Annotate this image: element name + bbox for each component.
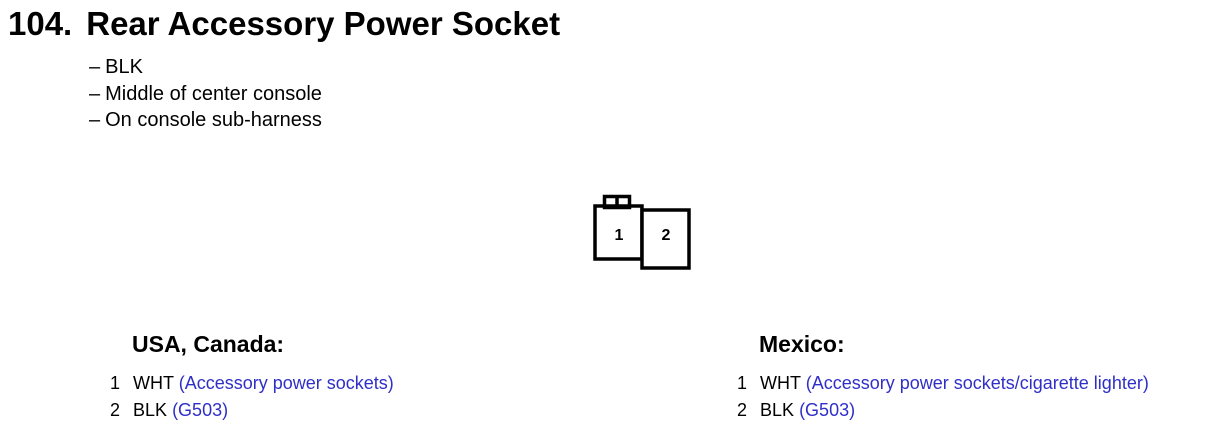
pin-2-label: 2	[662, 227, 671, 244]
connector-notes: –BLK –Middle of center console –On conso…	[89, 54, 322, 134]
note-dash: –	[89, 82, 101, 105]
title-text: Rear Accessory Power Socket	[86, 5, 561, 42]
note-text: On console sub-harness	[105, 109, 322, 131]
wire-color: WHT	[760, 373, 801, 393]
note-dash: –	[89, 56, 101, 78]
circuit-link[interactable]: (Accessory power sockets)	[178, 373, 394, 393]
pin-number: 1	[110, 373, 121, 393]
ground-link[interactable]: (G503)	[172, 400, 229, 420]
page-title: 104. Rear Accessory Power Socket	[8, 4, 560, 44]
pin-number: 1	[737, 373, 748, 393]
note-location: –Middle of center console	[89, 81, 322, 108]
pin-number: 2	[110, 400, 121, 420]
section-usa-canada: USA, Canada: 1 WHT (Accessory power sock…	[110, 330, 394, 424]
connector-diagram: 1 2	[590, 193, 696, 278]
pin-row: 1 WHT (Accessory power sockets/cigarette…	[737, 370, 1149, 397]
pin-row: 1 WHT (Accessory power sockets)	[110, 370, 394, 397]
note-harness: –On console sub-harness	[89, 107, 322, 134]
pin-list: 1 WHT (Accessory power sockets) 2 BLK (G…	[110, 370, 394, 424]
pin-row: 2 BLK (G503)	[737, 397, 1149, 424]
section-heading: Mexico:	[759, 331, 845, 357]
pin-1-label: 1	[615, 227, 624, 244]
title-number: 104.	[8, 5, 73, 42]
pin-number: 2	[737, 400, 748, 420]
connector-face-view: 1 2	[593, 194, 691, 270]
ground-link[interactable]: (G503)	[799, 400, 856, 420]
note-color: –BLK	[89, 54, 322, 81]
note-text: BLK	[105, 56, 143, 78]
section-mexico: Mexico: 1 WHT (Accessory power sockets/c…	[737, 330, 1149, 424]
pin-list: 1 WHT (Accessory power sockets/cigarette…	[737, 370, 1149, 424]
wire-color: BLK	[133, 400, 168, 420]
connector-cavity-2	[640, 208, 691, 270]
pin-row: 2 BLK (G503)	[110, 397, 394, 424]
wire-color: BLK	[760, 400, 795, 420]
note-text: Middle of center console	[105, 82, 322, 105]
wire-color: WHT	[133, 373, 174, 393]
section-heading: USA, Canada:	[132, 331, 285, 357]
circuit-link[interactable]: (Accessory power sockets/cigarette light…	[805, 373, 1149, 393]
note-dash: –	[89, 109, 101, 131]
